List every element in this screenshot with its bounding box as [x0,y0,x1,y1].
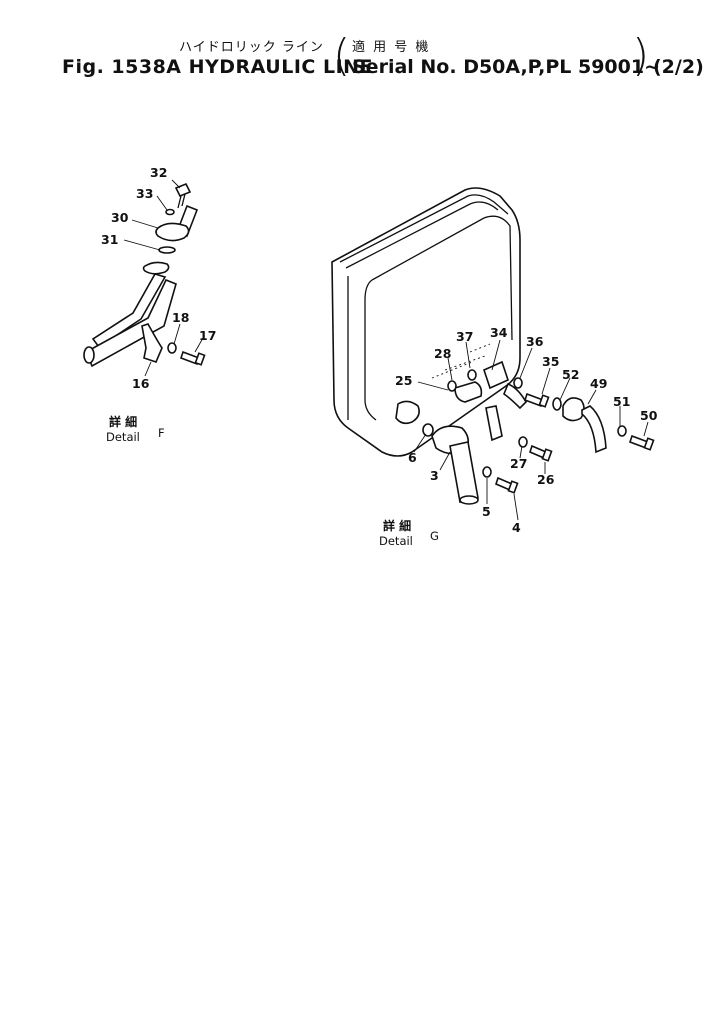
callout-52: 52 [562,367,579,382]
callout-16: 16 [132,376,150,391]
pipe-49 [581,405,607,454]
open-paren: ( [333,30,351,81]
tank-port [395,400,420,425]
washer-28 [447,380,457,392]
elbow-leg [485,405,503,442]
flange-49 [562,397,585,422]
callout-25: 25 [395,373,412,388]
callout-49: 49 [590,376,607,391]
detail-g-label: Detail [379,534,413,548]
callout-4: 4 [512,520,521,535]
lower-flange [142,261,170,275]
elbow-34-leg [503,382,527,410]
callout-34: 34 [490,325,508,340]
serial-label-japanese: 適 用 号 機 [352,40,431,55]
figure-title: Fig. 1538A HYDRAULIC LINE [62,56,374,78]
flange-30 [155,222,190,242]
sheet-indicator: (2/2) [653,56,704,78]
washer-51 [617,425,627,437]
detail-f-label: Detail [106,430,140,444]
pipe-3 [449,441,479,503]
detail-f-japanese: 詳 細 [109,414,137,429]
callout-36: 36 [526,334,544,349]
callout-31: 31 [101,232,118,247]
washer-37 [467,369,477,381]
detail-g-letter: G [430,529,439,543]
callout-51: 51 [613,394,630,409]
callout-5: 5 [482,504,491,519]
serial-number: Serial No. D50A,P,PL 59001~ [352,56,660,78]
close-paren: ) [632,30,650,81]
detail-g-japanese: 詳 細 [383,518,411,533]
o-ring-52 [552,397,562,411]
washer-27 [518,436,528,448]
callout-27: 27 [510,456,527,471]
pipe-end [83,346,95,364]
parts-diagram: 32 33 30 31 18 17 16 詳 細 Detail F [83,165,658,548]
callout-30: 30 [111,210,129,225]
elbow-25 [454,381,483,403]
callout-18: 18 [172,310,189,325]
washer-36 [513,377,523,389]
detail-g-drawing [331,187,655,521]
callout-26: 26 [537,472,555,487]
pipe-main [84,278,177,368]
callout-35: 35 [542,354,559,369]
figure-title-japanese: ハイドロリック ライン [179,40,324,55]
o-ring-6 [422,423,434,437]
callout-33: 33 [136,186,153,201]
callout-3: 3 [430,468,439,483]
callout-6: 6 [408,450,417,465]
callout-28: 28 [434,346,451,361]
block-34 [483,360,509,390]
washer-18 [167,342,177,354]
detail-f-letter: F [158,426,165,440]
callout-17: 17 [199,328,216,343]
callout-37: 37 [456,329,473,344]
clamp-16 [141,323,163,363]
washer-5 [482,466,492,478]
o-ring-31 [158,246,176,254]
detail-f-drawing [83,179,206,377]
callout-50: 50 [640,408,658,423]
washer-33 [165,208,175,216]
callout-32: 32 [150,165,167,180]
